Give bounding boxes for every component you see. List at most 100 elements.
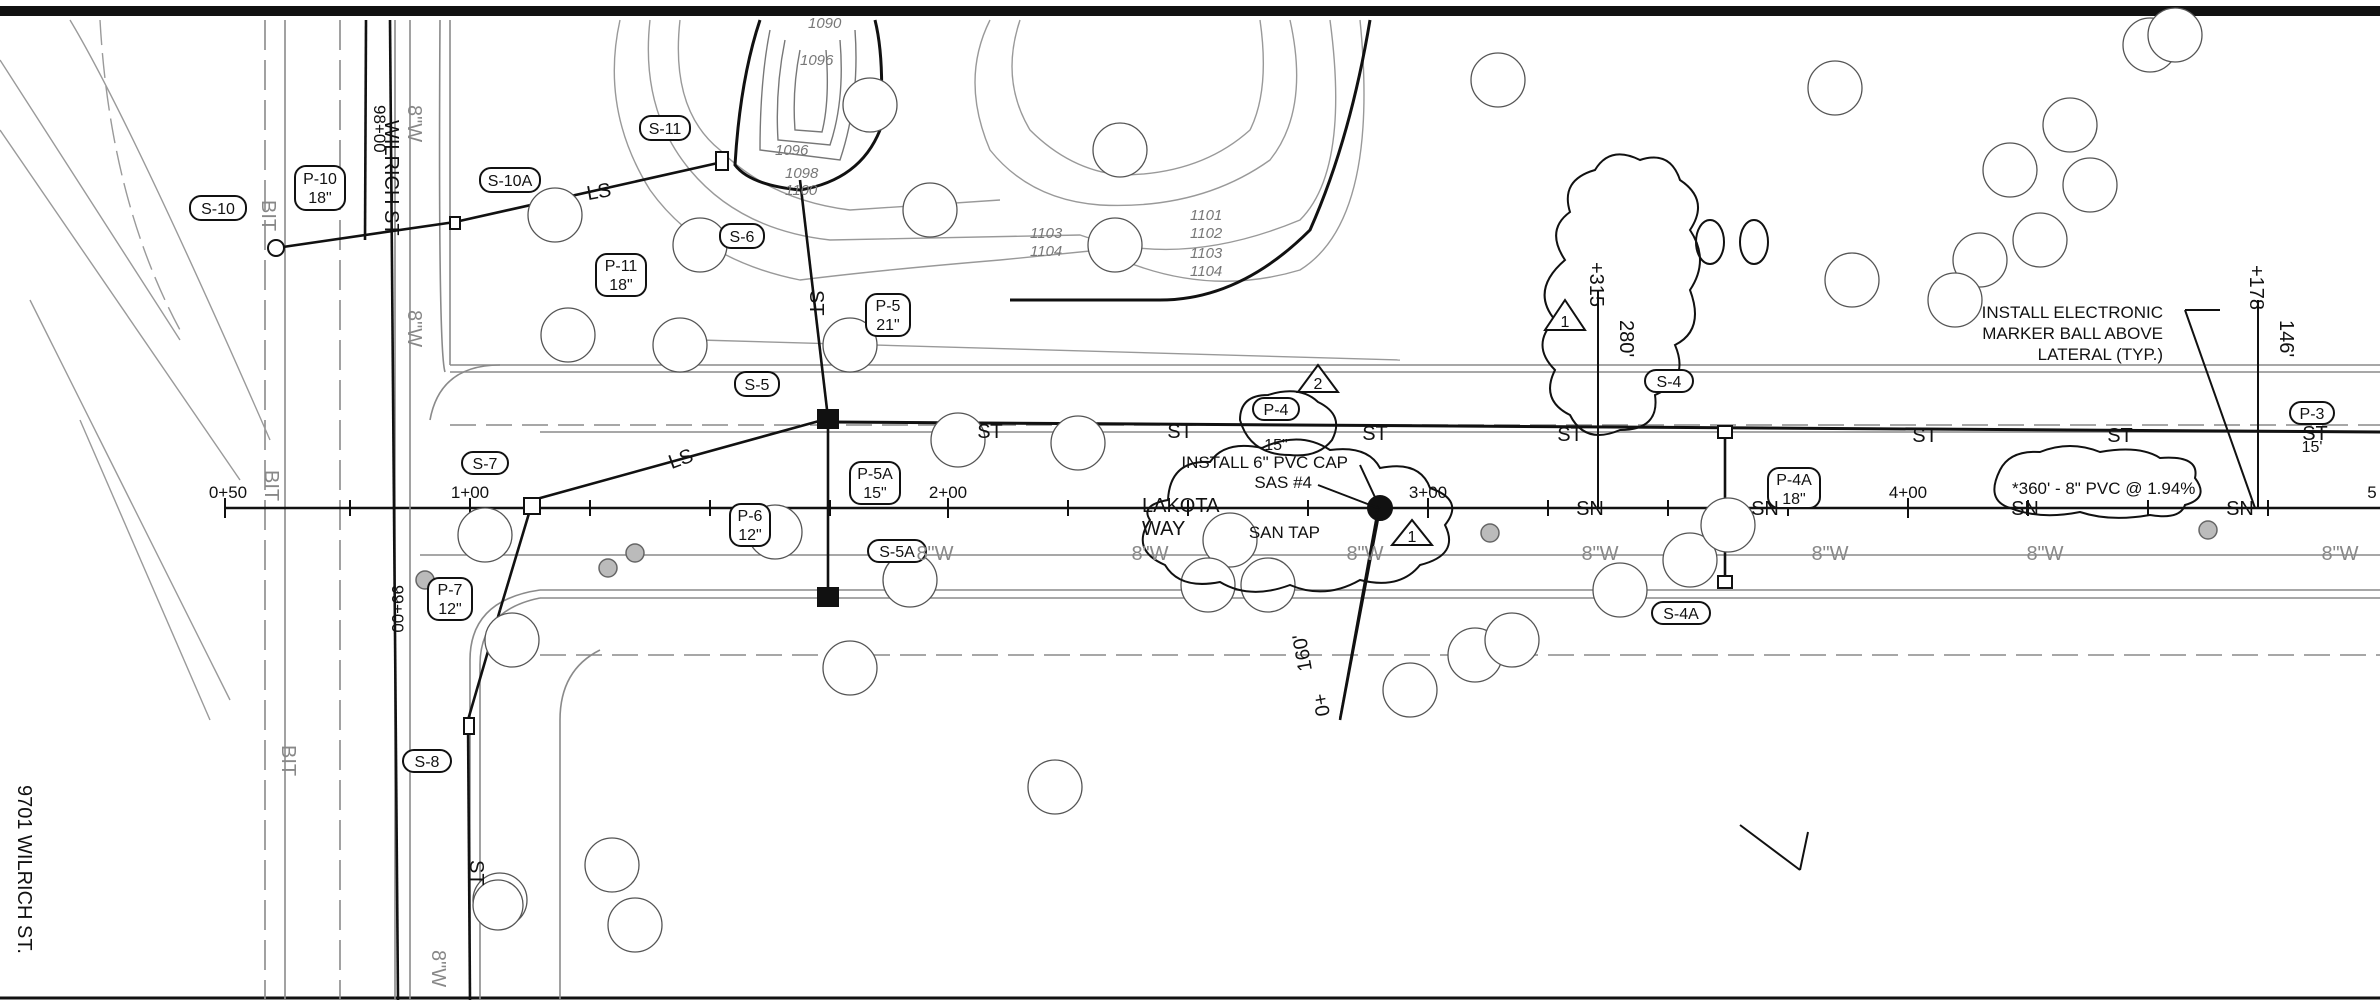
pond-circles: [1695, 219, 1769, 265]
tag-p-4a-size: 18": [1782, 491, 1805, 508]
street-label-wilrich: WILRICH ST: [380, 120, 402, 236]
contour-1104-b: 1104: [1190, 263, 1222, 280]
station-right-label: 99+00: [388, 585, 407, 633]
tag-p-11: P-11: [605, 258, 638, 275]
tag-s-10: S-10: [201, 201, 235, 218]
pond-contours: [613, 19, 1401, 361]
tag-s-6: S-6: [730, 229, 755, 246]
sn-label-2: SN: [1751, 498, 1779, 520]
tag-p-3: P-3: [2300, 406, 2325, 423]
ls-label-2: LS: [666, 445, 697, 474]
tag-p-7-size: 12": [438, 601, 461, 618]
street-edges: [264, 19, 2380, 1000]
note-pvc-run: *360' - 8" PVC @ 1.94%: [2012, 479, 2195, 498]
tag-p-7: P-7: [438, 582, 463, 599]
leader-lines: [1317, 290, 2259, 871]
contour-1103: 1103: [1030, 225, 1063, 242]
sheet-border: [0, 6, 2380, 1000]
rotated-labels: BIT BIT BIT 8"W 8"W 8"W 98+00 99+00 WILR…: [13, 105, 827, 987]
tag-p-10-size: 18": [308, 190, 331, 207]
contour-1096: 1096: [800, 52, 834, 69]
contour-1101: 1101: [1190, 207, 1222, 224]
tag-s-11: S-11: [649, 121, 682, 138]
st-label-6: ST: [2107, 425, 2133, 447]
tag-p-6: P-6: [738, 508, 763, 525]
station-0-50: 0+50: [209, 483, 247, 502]
bit-label-1: BIT: [257, 200, 279, 231]
note-marker-3: LATERAL (TYP.): [2038, 345, 2163, 364]
revision-clouds: [1141, 153, 2202, 593]
contour-1103-b: 1103: [1190, 245, 1223, 262]
st-label-2: ST: [1167, 421, 1193, 443]
w8-label-vertical-1: 8"W: [403, 105, 425, 142]
station-2-00: 2+00: [929, 483, 967, 502]
tag-s-5a: S-5A: [879, 544, 915, 561]
hydrants: [415, 520, 2218, 590]
station-ticks: [224, 498, 2269, 518]
station-labels: 0+50 1+00 2+00 3+00 4+00 5: [209, 483, 2377, 502]
address-label: 9701 WILRICH ST.: [13, 785, 35, 954]
st-label-4: ST: [1557, 424, 1583, 446]
dim-0: 0+: [1309, 692, 1335, 718]
station-4-00: 4+00: [1889, 483, 1927, 502]
w8-label-vertical-2: 8"W: [403, 310, 425, 347]
tag-p-5a-size: 15": [863, 485, 886, 502]
revision-1-label: 1: [1408, 529, 1417, 546]
tag-boxes: [189, 115, 2335, 773]
tag-labels: S-10 S-10A S-11 S-6 S-5 S-5A S-7 S-8 S-4…: [201, 121, 2324, 771]
street-label-way: WAY: [1142, 518, 1185, 540]
bit-label-3: BIT: [277, 745, 299, 776]
w8-label-1: 8"W: [916, 543, 953, 565]
st-label-vertical-1: ST: [805, 290, 827, 316]
tag-p-6-size: 12": [738, 527, 761, 544]
dimension-labels: +315 280' +178 146' 160' 0+: [1289, 262, 2297, 718]
left-grading-lines: [0, 19, 271, 721]
sn-label-4: SN: [2226, 498, 2254, 520]
tag-p-4: P-4: [1264, 402, 1289, 419]
contour-1102: 1102: [1190, 225, 1223, 242]
bit-label-2: BIT: [260, 470, 282, 501]
tag-s-4a: S-4A: [1663, 606, 1699, 623]
ls-label-1: LS: [585, 179, 613, 205]
water-line: [409, 20, 2380, 1000]
note-san-tap: SAN TAP: [1249, 523, 1320, 542]
tag-p-3-size: 15': [2302, 439, 2323, 456]
tag-p-11-size: 18": [609, 277, 632, 294]
contour-1096-b: 1096: [775, 142, 809, 159]
w8-label-3: 8"W: [1346, 543, 1383, 565]
note-install-cap: INSTALL 6" PVC CAP: [1181, 453, 1348, 472]
street-label-lakota: LAKOTA: [1142, 495, 1220, 517]
st-label-1: ST: [977, 421, 1003, 443]
tag-s-5: S-5: [745, 377, 770, 394]
w8-label-6: 8"W: [2026, 543, 2063, 565]
st-label-5: ST: [1912, 425, 1938, 447]
dim-280: 280': [1615, 320, 1637, 357]
tag-p-10: P-10: [303, 171, 337, 188]
sn-label-3: SN: [2011, 498, 2039, 520]
trees: [457, 7, 2203, 953]
contour-labels: 1090 1096 1096 1098 1100 1101 1102 1103 …: [775, 15, 1223, 280]
station-3-00: 3+00: [1409, 483, 1447, 502]
dim-315: +315: [1585, 262, 1607, 307]
note-marker-1: INSTALL ELECTRONIC: [1982, 303, 2163, 322]
notes: INSTALL 6" PVC CAP SAS #4 SAN TAP INSTAL…: [1142, 303, 2195, 542]
tag-s-8: S-8: [415, 754, 440, 771]
revision-triangles: [1296, 298, 1587, 546]
st-label-3: ST: [1362, 423, 1388, 445]
w8-label-4: 8"W: [1581, 543, 1618, 565]
revision-2-label: 2: [1314, 376, 1323, 393]
tag-p-5-size: 21": [876, 317, 899, 334]
tag-s-10a: S-10A: [488, 173, 533, 190]
contour-1100: 1100: [785, 182, 818, 199]
w8-label-5: 8"W: [1811, 543, 1848, 565]
station-5: 5: [2367, 483, 2376, 502]
contour-1104: 1104: [1030, 243, 1062, 260]
note-marker-2: MARKER BALL ABOVE: [1982, 324, 2163, 343]
station-1-00: 1+00: [451, 483, 489, 502]
w8-label-7: 8"W: [2321, 543, 2358, 565]
tag-p-4a: P-4A: [1776, 472, 1812, 489]
contour-1090: 1090: [808, 15, 842, 32]
w8-label-2: 8"W: [1131, 543, 1168, 565]
tag-s-7: S-7: [473, 456, 498, 473]
